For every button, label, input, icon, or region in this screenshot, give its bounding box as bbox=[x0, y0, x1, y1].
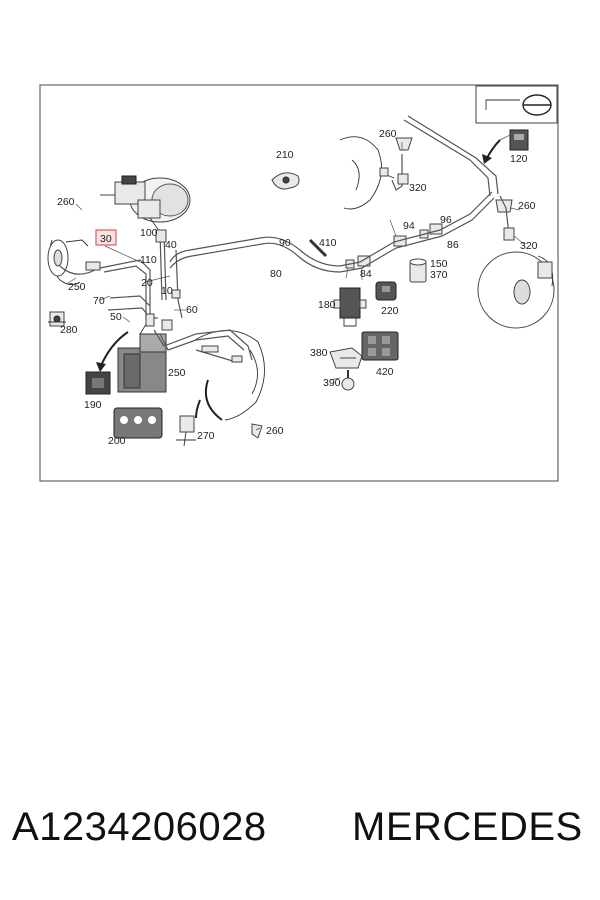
label-260: 260 bbox=[518, 200, 536, 212]
label-200: 200 bbox=[108, 435, 126, 447]
label-90: 90 bbox=[279, 237, 291, 249]
bracket-380-icon bbox=[329, 347, 363, 369]
label-190: 190 bbox=[84, 399, 102, 411]
screw-390-icon bbox=[341, 370, 355, 391]
label-250: 250 bbox=[168, 367, 186, 379]
highlight-box bbox=[95, 229, 117, 246]
pin-410-icon bbox=[308, 238, 328, 258]
brake-symbol-icon bbox=[475, 85, 558, 124]
label-420: 420 bbox=[376, 366, 394, 378]
leader-lines bbox=[65, 133, 525, 431]
label-94: 94 bbox=[403, 220, 415, 232]
label-390: 390 bbox=[323, 377, 341, 389]
label-84: 84 bbox=[360, 268, 372, 280]
label-320: 320 bbox=[409, 182, 427, 194]
valve-180-icon bbox=[333, 287, 367, 327]
label-270: 270 bbox=[197, 430, 215, 442]
clip-260-lower-icon bbox=[251, 423, 263, 439]
label-86: 86 bbox=[447, 239, 459, 251]
part-labels: 260 30 100 40 110 20 10 250 70 50 280 60… bbox=[57, 128, 538, 447]
bracket-260-right-icon bbox=[495, 199, 513, 213]
part-number: A1234206028 bbox=[12, 805, 267, 849]
label-260: 260 bbox=[266, 425, 284, 437]
label-150: 150 bbox=[430, 258, 448, 270]
label-20: 20 bbox=[141, 277, 153, 289]
bracket-260-upper-icon bbox=[395, 137, 413, 151]
relay-190-icon bbox=[85, 371, 111, 395]
front-left-brake-disc-icon bbox=[47, 239, 96, 285]
cap-220-icon bbox=[375, 281, 397, 301]
label-280: 280 bbox=[60, 324, 78, 336]
label-220: 220 bbox=[381, 305, 399, 317]
caliper-280-icon bbox=[48, 311, 66, 327]
label-70: 70 bbox=[93, 295, 105, 307]
label-410: 410 bbox=[319, 237, 337, 249]
label-120: 120 bbox=[510, 153, 528, 165]
master-cylinder-icon bbox=[100, 175, 191, 233]
label-250: 250 bbox=[68, 281, 86, 293]
label-30: 30 bbox=[100, 233, 112, 245]
label-50: 50 bbox=[110, 311, 122, 323]
label-260: 260 bbox=[57, 196, 75, 208]
label-180: 180 bbox=[318, 299, 336, 311]
label-260: 260 bbox=[379, 128, 397, 140]
sensor-270-icon bbox=[176, 415, 196, 447]
label-110: 110 bbox=[140, 254, 157, 266]
label-210: 210 bbox=[276, 149, 294, 161]
arrows bbox=[96, 139, 501, 419]
label-380: 380 bbox=[310, 347, 328, 359]
label-370: 370 bbox=[430, 269, 448, 281]
label-100: 100 bbox=[140, 227, 158, 239]
sensor-210-icon bbox=[271, 172, 300, 190]
label-40: 40 bbox=[165, 239, 177, 251]
label-96: 96 bbox=[440, 214, 452, 226]
right-brake-disc-icon bbox=[477, 251, 555, 329]
brand-name: MERCEDES bbox=[352, 805, 583, 849]
label-80: 80 bbox=[270, 268, 282, 280]
bracket-120-icon bbox=[509, 129, 529, 151]
connector-420-icon bbox=[361, 331, 399, 361]
abs-unit-icon bbox=[117, 317, 167, 393]
label-10: 10 bbox=[161, 285, 173, 297]
label-60: 60 bbox=[186, 304, 198, 316]
brake-lines bbox=[85, 115, 515, 363]
connector-200-icon bbox=[113, 407, 163, 439]
label-320: 320 bbox=[520, 240, 538, 252]
sleeve-150-icon bbox=[409, 258, 427, 283]
brake-line-diagram: 260 30 100 40 110 20 10 250 70 50 280 60… bbox=[39, 84, 559, 482]
